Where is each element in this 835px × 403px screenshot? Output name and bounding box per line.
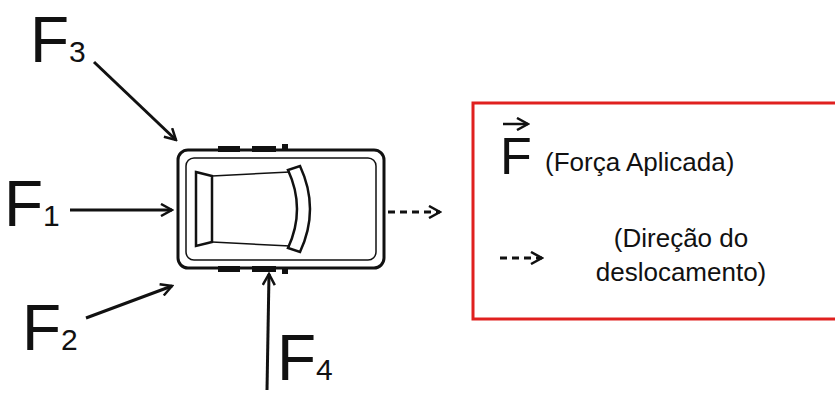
- direction-arrow: [388, 211, 440, 214]
- force-arrow: [86, 286, 172, 318]
- force-label: F3: [30, 8, 86, 72]
- legend-frame: [473, 103, 835, 319]
- legend-text: (Direção do deslocamento): [556, 222, 806, 290]
- legend-text: (Força Aplicada): [545, 146, 734, 180]
- force-arrow: [267, 274, 269, 390]
- force-arrow: [94, 62, 176, 140]
- car: [178, 144, 384, 274]
- force-label: F2: [22, 296, 78, 360]
- legend-dashed-sample: [500, 257, 542, 260]
- force-label: F4: [277, 326, 333, 390]
- vector-arrow: [503, 123, 528, 126]
- force-label: F1: [4, 172, 60, 236]
- vector-symbol: F: [500, 130, 532, 182]
- force-arrow: [70, 209, 172, 212]
